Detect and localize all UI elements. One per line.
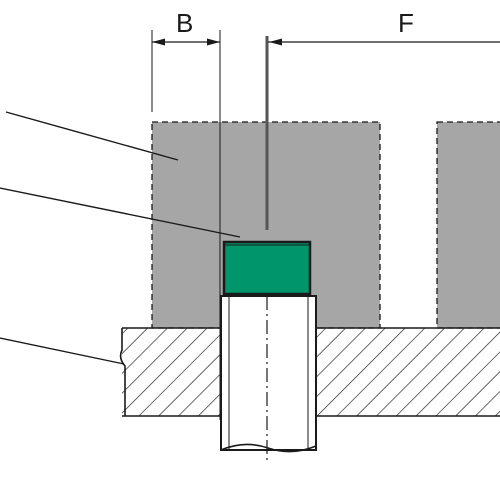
leader-line-base xyxy=(0,337,125,365)
shaft-break-curve xyxy=(220,443,317,453)
dimension-label-b: B xyxy=(176,8,193,38)
base-plate-break-edge xyxy=(119,328,126,416)
leader-line-block xyxy=(5,111,179,161)
arrowhead-b-left xyxy=(152,38,165,46)
right-block xyxy=(436,121,500,329)
arrowhead-b-right xyxy=(207,38,220,46)
shaft-body xyxy=(220,295,317,451)
dimension-label-f: F xyxy=(398,8,414,38)
leader-line-pad xyxy=(0,187,241,238)
arrowhead-f-left xyxy=(269,38,282,46)
green-pad xyxy=(222,240,312,296)
